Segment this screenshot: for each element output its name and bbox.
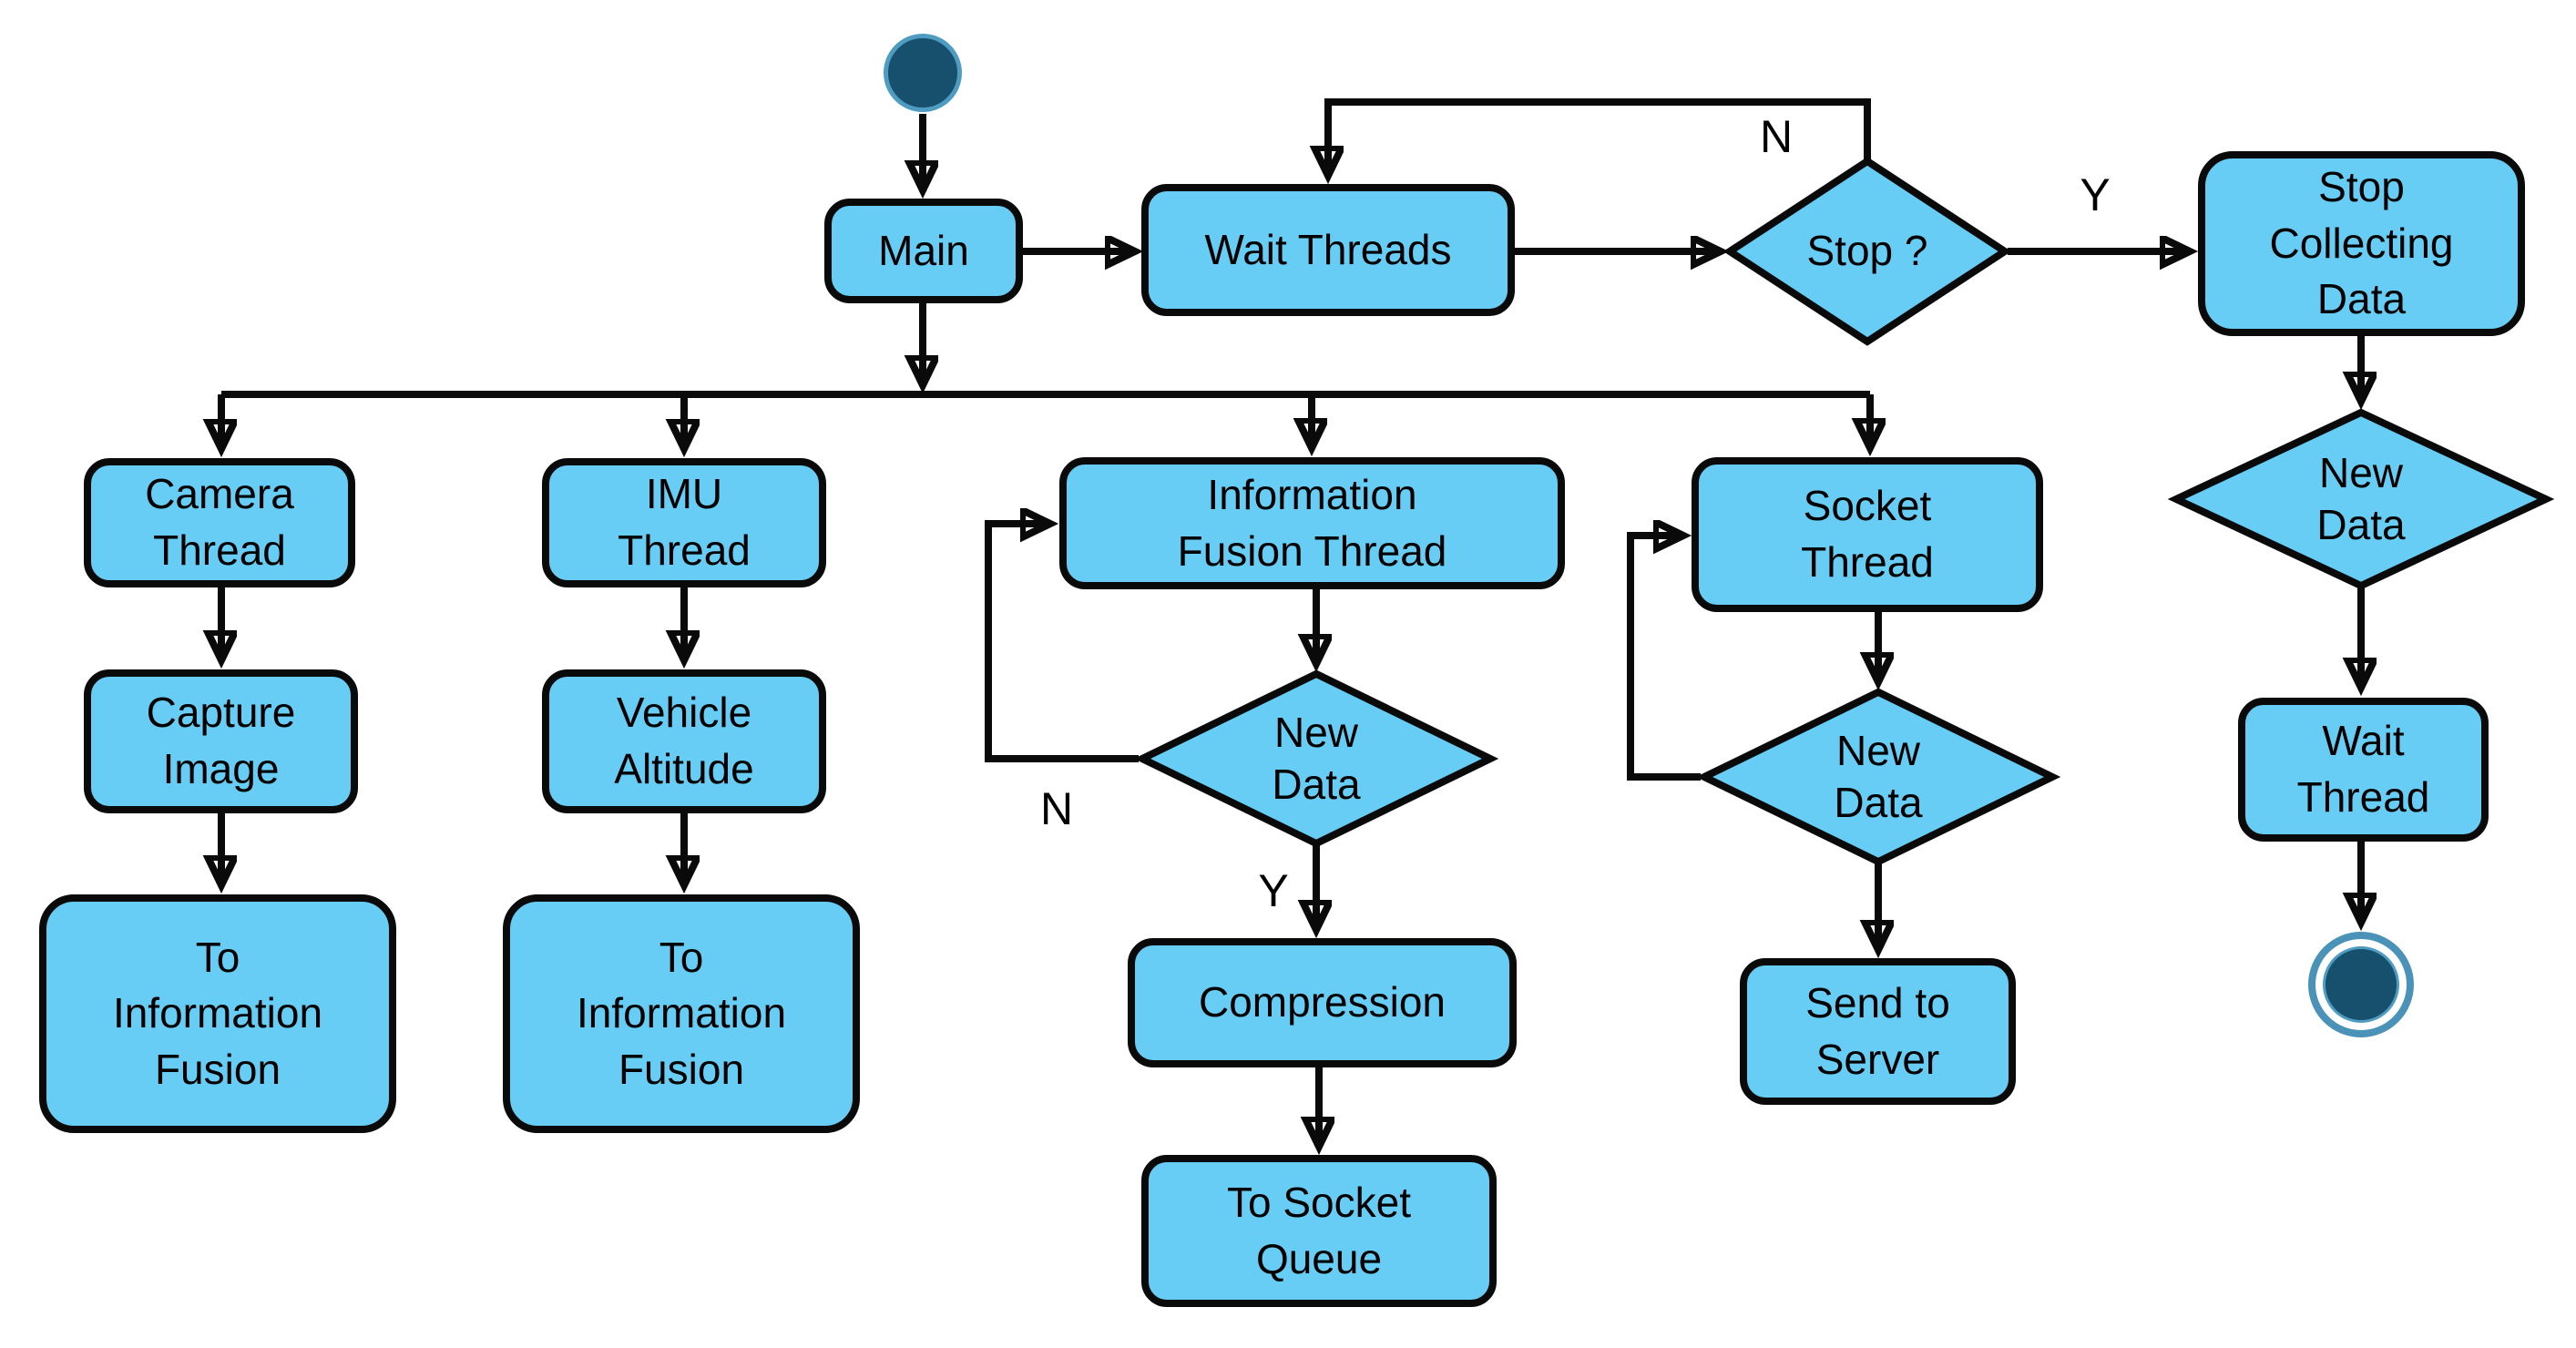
- edge-label-stop-no: N: [1759, 111, 1794, 162]
- node-capture-image: Capture Image: [84, 669, 358, 813]
- edge-label-fusion-yes: Y: [1258, 865, 1289, 916]
- new-data-socket-label: New Data: [1834, 726, 1923, 827]
- edge-label-stop-yes: Y: [2080, 169, 2111, 220]
- node-send-to-server: Send to Server: [1740, 958, 2016, 1105]
- node-new-data-exit: New Data: [2172, 411, 2550, 587]
- node-new-data-fusion: New Data: [1139, 672, 1494, 845]
- start-node: [884, 34, 962, 112]
- new-data-exit-label: New Data: [2316, 448, 2406, 549]
- node-wait-threads: Wait Threads: [1141, 184, 1515, 316]
- edge-fusion-no-loop: [985, 524, 1139, 762]
- edge-label-fusion-no: N: [1039, 783, 1074, 834]
- node-main: Main: [824, 199, 1023, 303]
- node-stop-decision: Stop ?: [1727, 159, 2008, 343]
- node-information-fusion-thread: Information Fusion Thread: [1059, 457, 1565, 589]
- edge-socket-no-loop: [1627, 536, 1701, 781]
- new-data-fusion-label: New Data: [1272, 708, 1361, 809]
- node-stop-collecting-data: Stop Collecting Data: [2198, 151, 2525, 336]
- node-to-socket-queue: To Socket Queue: [1141, 1155, 1497, 1307]
- node-imu-thread: IMU Thread: [542, 458, 826, 587]
- stop-decision-label: Stop ?: [1806, 227, 1928, 275]
- node-camera-thread: Camera Thread: [84, 458, 355, 587]
- node-to-information-fusion-camera: To Information Fusion: [39, 894, 396, 1133]
- node-compression: Compression: [1128, 938, 1517, 1067]
- end-node: [2323, 946, 2399, 1023]
- edge-stop-no-loop: [1328, 98, 1871, 173]
- node-vehicle-altitude: Vehicle Altitude: [542, 669, 826, 813]
- node-wait-thread: Wait Thread: [2238, 698, 2489, 842]
- node-new-data-socket: New Data: [1701, 690, 2056, 863]
- node-to-information-fusion-imu: To Information Fusion: [503, 894, 860, 1133]
- node-socket-thread: Socket Thread: [1692, 457, 2043, 612]
